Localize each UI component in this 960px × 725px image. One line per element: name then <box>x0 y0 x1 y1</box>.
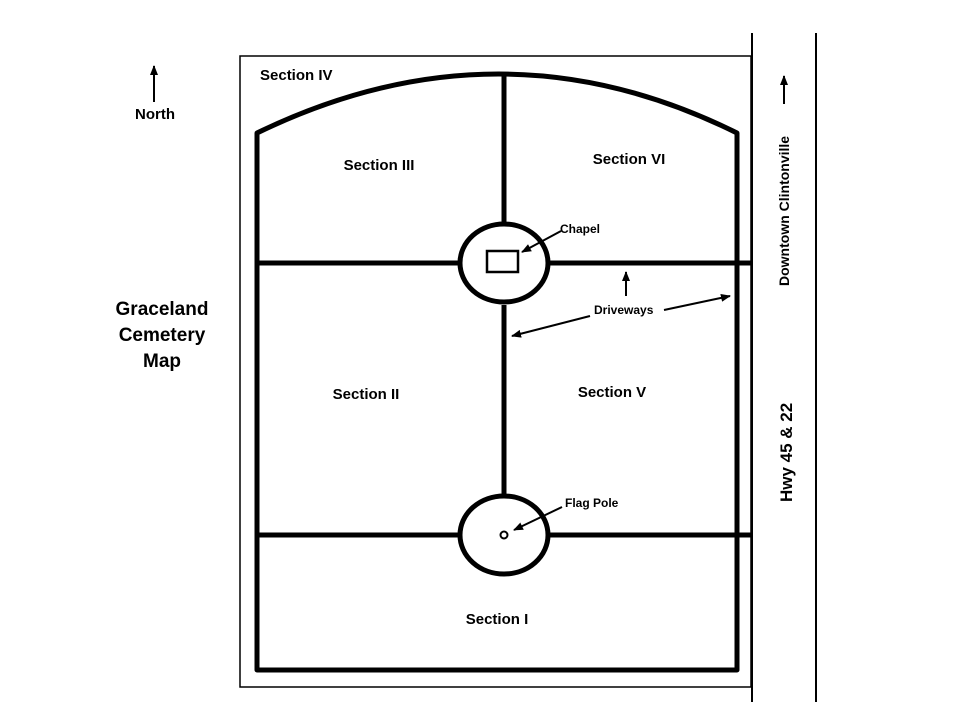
flag-pole-pointer-arrow-icon <box>513 506 563 531</box>
flag-pole-label: Flag Pole <box>565 496 619 510</box>
downtown-clintonville-label: Downtown Clintonville <box>776 136 792 286</box>
chapel-building <box>485 249 520 274</box>
property-border <box>239 55 752 688</box>
section-v-label: Section V <box>578 384 646 401</box>
flag-pole-circle <box>457 493 551 577</box>
section-iii-label: Section III <box>344 157 415 174</box>
flag-pole-marker <box>499 530 509 540</box>
section-iv-label: Section IV <box>260 67 333 84</box>
cemetery-driveway-boundary <box>254 71 740 673</box>
map-title-line-3: Map <box>143 351 181 372</box>
chapel-pointer-arrow-icon <box>521 230 562 253</box>
driveways-left-arrow-icon <box>511 315 591 338</box>
driveways-right-arrow-icon <box>663 293 731 311</box>
chapel-label: Chapel <box>560 222 600 236</box>
section-ii-label: Section II <box>333 386 400 403</box>
section-i-label: Section I <box>466 611 529 628</box>
section-vi-label: Section VI <box>593 151 666 168</box>
driveways-label: Driveways <box>594 303 654 317</box>
chapel-circle <box>457 221 551 305</box>
map-title-line-1: Graceland <box>116 299 209 320</box>
north-label: North <box>135 106 175 123</box>
map-title-line-2: Cemetery <box>119 325 206 346</box>
highway-label: Hwy 45 & 22 <box>777 403 796 502</box>
